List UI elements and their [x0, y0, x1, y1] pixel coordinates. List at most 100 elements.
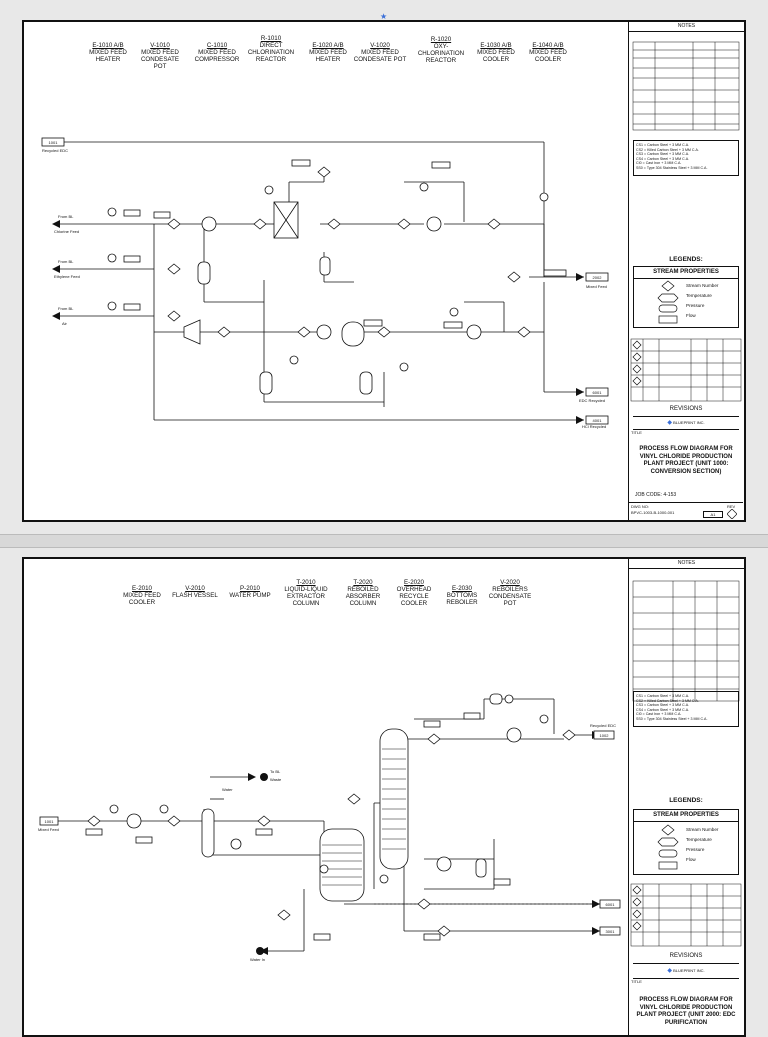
stream-number: 6001 [606, 902, 616, 907]
revisions-table [630, 338, 742, 402]
stream-label: From BL [58, 259, 74, 264]
star-marker: ★ [380, 12, 388, 21]
legend-label: Flow [686, 857, 696, 862]
equipment-tag: E-1020 A/B [312, 42, 344, 49]
equipment-name: BOTTOMS REBOILER [446, 592, 478, 606]
dwg-no-label: DWG NO: [631, 504, 649, 509]
notes-title: NOTES [629, 22, 744, 32]
equipment-tag: T-2020 [353, 579, 373, 586]
stream-label: Air [62, 321, 68, 326]
equipment-header: E-2010 MIXED FEED COOLER [118, 585, 166, 606]
equipment-tag: V-1020 [370, 42, 390, 49]
legend-label: Stream Number [686, 827, 719, 832]
material-note: SS0 = Type 304 Stainless Steel + 3 MM C.… [636, 716, 708, 721]
stream-label: HCl Recycled [582, 424, 606, 429]
stream-label: Ethylene Feed [54, 274, 80, 279]
title-label: TITLE [631, 979, 642, 984]
equipment-name: MIXED FEED HEATER [309, 49, 347, 63]
equipment-name: OXY-CHLORINATION REACTOR [417, 43, 465, 64]
stream-label: Water [222, 787, 233, 792]
stream-number: 1002 [600, 733, 610, 738]
equipment-name: MIXED FEED CONDESATE POT [353, 49, 407, 63]
legend-label: Stream Number [686, 283, 719, 288]
equipment-header: T-2010 LIQUID-LIQUID EXTRACTOR COLUMN [280, 579, 332, 607]
company-name: BLUEPRINT INC. [673, 420, 705, 425]
stream-number: 1001 [49, 140, 59, 145]
equipment-tag: C-1010 [206, 42, 228, 49]
equipment-name: MIXED FEED COOLER [477, 49, 515, 63]
equipment-name: DIRECT CHLORINATION REACTOR [247, 42, 295, 63]
equipment-header: E-1010 A/B MIXED FEED HEATER [84, 42, 132, 63]
company-row: ◆ BLUEPRINT INC. [633, 416, 739, 430]
equipment-name: MIXED FEED COOLER [529, 49, 567, 63]
material-note: CS2 = Killed Carbon Steel + 3 MM C.A. [636, 147, 699, 152]
stream-number: 1001 [45, 819, 55, 824]
job-code: JOB CODE: 4-153 [635, 492, 677, 498]
sheet-size: A1 [703, 511, 723, 518]
legend-label: Temperature [686, 837, 712, 842]
legend-label: Flow [686, 313, 696, 318]
equipment-header: P-2010 WATER PUMP [224, 585, 276, 599]
equipment-header: C-1010 MIXED FEED COMPRESSOR [190, 42, 244, 63]
material-note: CS3 = Carbon Steel + 3 MM C.A. [636, 152, 690, 157]
stream-label: Water In [250, 957, 265, 962]
material-note: CS4 = Carbon Steel + 3 MM C.A. [636, 707, 690, 712]
equipment-tag: E-1010 A/B [92, 42, 124, 49]
equipment-tag: R-1020 [430, 36, 452, 43]
stream-label: Recycled EDC [590, 723, 616, 728]
equipment-name: REBOILED ABSORBER COLUMN [345, 586, 381, 607]
equipment-tag: P-2010 [240, 585, 260, 592]
equipment-name: LIQUID-LIQUID EXTRACTOR COLUMN [284, 586, 328, 607]
title-block-panel: NOTES CS1 = Carbon Steel + 3 MM C.A. CS2… [628, 22, 744, 520]
material-note: CI0 = Cast Iron + 3 MM C.A. [636, 712, 682, 717]
equipment-header: R-1020 OXY-CHLORINATION REACTOR [416, 36, 466, 64]
company-logo-icon: ◆ [667, 968, 672, 974]
equipment-name: FLASH VESSEL [172, 592, 218, 599]
equipment-header: E-1030 A/B MIXED FEED COOLER [472, 42, 520, 63]
process-flow-drawing: 1001 1002 6001 3001 Mixed Feed Recycled … [38, 693, 621, 962]
drawing-title: PROCESS FLOW DIAGRAM FOR VINYL CHLORIDE … [636, 997, 736, 1026]
stream-number: 2002 [593, 275, 603, 280]
material-note: CS3 = Carbon Steel + 3 MM C.A. [636, 703, 690, 708]
company-name: BLUEPRINT INC. [673, 968, 705, 973]
legends-title: LEGENDS: [669, 797, 703, 804]
stream-label: EDC Recycled [579, 398, 605, 403]
equipment-materials-table [632, 41, 740, 131]
process-flow-drawing: 1001 2002 6001 4001 Recycled EDC From BL… [41, 137, 609, 429]
revisions-table [630, 883, 742, 947]
equipment-materials-table [632, 580, 740, 702]
legend-symbols [657, 824, 679, 870]
stream-label: From BL [58, 214, 74, 219]
equipment-header: V-1020 MIXED FEED CONDESATE POT [352, 42, 408, 63]
equipment-header: V-1010 MIXED FEED CONDESATE POT [136, 42, 184, 70]
stream-label: Chlorine Feed [54, 229, 79, 234]
legend-row: Temperature [634, 835, 738, 845]
stream-properties-legend: STREAM PROPERTIES Stream Number Temperat… [633, 809, 739, 875]
stream-label: Waste [270, 777, 282, 782]
stream-label: Recycled EDC [42, 148, 68, 153]
rev-label: REV [727, 504, 736, 509]
title-label: TITLE [631, 430, 642, 435]
equipment-header: V-2010 FLASH VESSEL [170, 585, 220, 599]
material-note: CI0 = Cast Iron + 3 MM C.A. [636, 161, 682, 166]
equipment-name: MIXED FEED CONDESATE POT [140, 49, 180, 70]
equipment-tag: E-2010 [132, 585, 152, 592]
material-notes: CS1 = Carbon Steel + 3 MM C.A. CS2 = Kil… [633, 691, 739, 727]
legend-row: Stream Number [634, 281, 738, 291]
material-notes: CS1 = Carbon Steel + 3 MM C.A. CS2 = Kil… [633, 140, 739, 176]
equipment-header: E-1040 A/B MIXED FEED COOLER [524, 42, 572, 63]
equipment-tag: T-2010 [296, 579, 316, 586]
equipment-tag: E-2030 [452, 585, 472, 592]
equipment-name: WATER PUMP [229, 592, 271, 599]
notes-title: NOTES [629, 559, 744, 569]
revisions-label: REVISIONS [669, 406, 703, 412]
legend-label: Temperature [686, 293, 712, 298]
equipment-tag: E-1040 A/B [532, 42, 564, 49]
material-note: CS2 = Killed Carbon Steel + 3 MM C.A. [636, 698, 699, 703]
legend-label: Pressure [686, 303, 705, 308]
equipment-name: REBOILERS CONDENSATE POT [488, 586, 532, 607]
material-note: CS1 = Carbon Steel + 3 MM C.A. [636, 143, 690, 147]
stream-properties-legend: STREAM PROPERTIES Stream Number Temperat… [633, 266, 739, 328]
drawing-sheet-1: E-1010 A/B MIXED FEED HEATER V-1010 MIXE… [22, 20, 746, 522]
equipment-tag: V-2020 [500, 579, 520, 586]
